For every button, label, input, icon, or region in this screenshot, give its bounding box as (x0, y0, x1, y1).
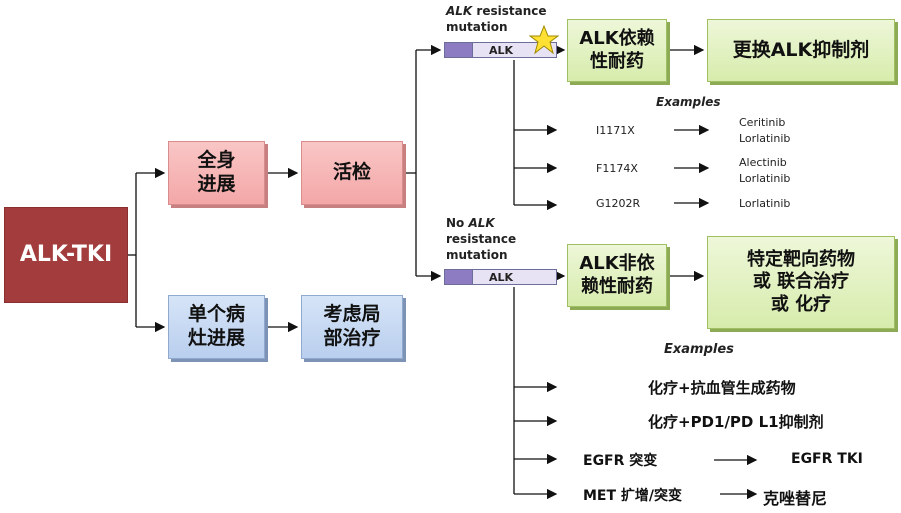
alk-independent-label: ALK非依 赖性耐药 (579, 253, 655, 297)
mutation-caption-rest: resistance mutation (446, 4, 547, 35)
alternative-treatment-label: 特定靶向药物 或 联合治疗 或 化疗 (747, 248, 855, 315)
bar-cap (445, 43, 473, 57)
systemic-progression-label: 全身 进展 (197, 149, 236, 195)
alternative-treatment-box: 特定靶向药物 或 联合治疗 或 化疗 (707, 236, 895, 329)
biopsy-box: 活检 (301, 141, 403, 205)
local-therapy-label: 考虑局 部治疗 (323, 303, 381, 349)
alk-dependent-label: ALK依赖 性耐药 (579, 28, 655, 72)
no-mutation-caption: No ALK resistance mutation (446, 215, 516, 264)
mutation-caption: ALK resistance mutation (446, 3, 547, 35)
example-egfr-mutation: EGFR 突变 (583, 453, 658, 469)
no-mutation-caption-no: No (446, 216, 469, 230)
systemic-progression-box: 全身 进展 (168, 141, 265, 205)
example-met-amplification: MET 扩增/突变 (583, 488, 683, 504)
no-mutation-examples-heading: Examples (664, 342, 734, 357)
no-mutation-caption-italic: ALK (468, 216, 495, 230)
example-chemo-pd1: 化疗+PD1/PD L1抑制剂 (648, 413, 824, 431)
switch-inhibitor-box: 更换ALK抑制剂 (707, 19, 895, 82)
alk-independent-box: ALK非依 赖性耐药 (567, 244, 667, 307)
mutation-name-2: F1174X (596, 162, 638, 175)
alk-tki-box: ALK-TKI (4, 207, 128, 303)
switch-inhibitor-label: 更换ALK抑制剂 (732, 38, 870, 61)
drug-list-3: Lorlatinib (739, 197, 791, 210)
drug-list-2: Alectinib Lorlatinib (739, 156, 791, 185)
mutation-examples-heading: Examples (656, 95, 721, 109)
local-progression-label: 单个病 灶进展 (187, 303, 245, 349)
mutation-name-3: G1202R (596, 197, 641, 210)
local-therapy-box: 考虑局 部治疗 (301, 295, 403, 359)
alk-no-mutation-bar: ALK (444, 269, 557, 285)
bar-cap (445, 270, 473, 284)
mutation-name-1: I1171X (596, 124, 635, 137)
drug-list-1: Ceritinib Lorlatinib (739, 116, 791, 145)
mutation-caption-italic: ALK (446, 4, 473, 18)
alk-mutation-bar: ALK (444, 42, 557, 58)
example-chemo-antiangiogenic: 化疗+抗血管生成药物 (648, 379, 796, 397)
example-crizotinib: 克唑替尼 (763, 489, 828, 508)
local-progression-box: 单个病 灶进展 (168, 295, 265, 359)
star-icon (529, 25, 559, 55)
alk-tki-label: ALK-TKI (19, 242, 113, 268)
no-mutation-caption-rest: resistance mutation (446, 232, 517, 263)
alk-mutation-bar-label: ALK (489, 44, 514, 57)
example-egfr-tki: EGFR TKI (791, 451, 863, 467)
alk-no-mutation-bar-label: ALK (489, 271, 514, 284)
alk-dependent-box: ALK依赖 性耐药 (567, 19, 667, 82)
biopsy-label: 活检 (332, 161, 371, 184)
